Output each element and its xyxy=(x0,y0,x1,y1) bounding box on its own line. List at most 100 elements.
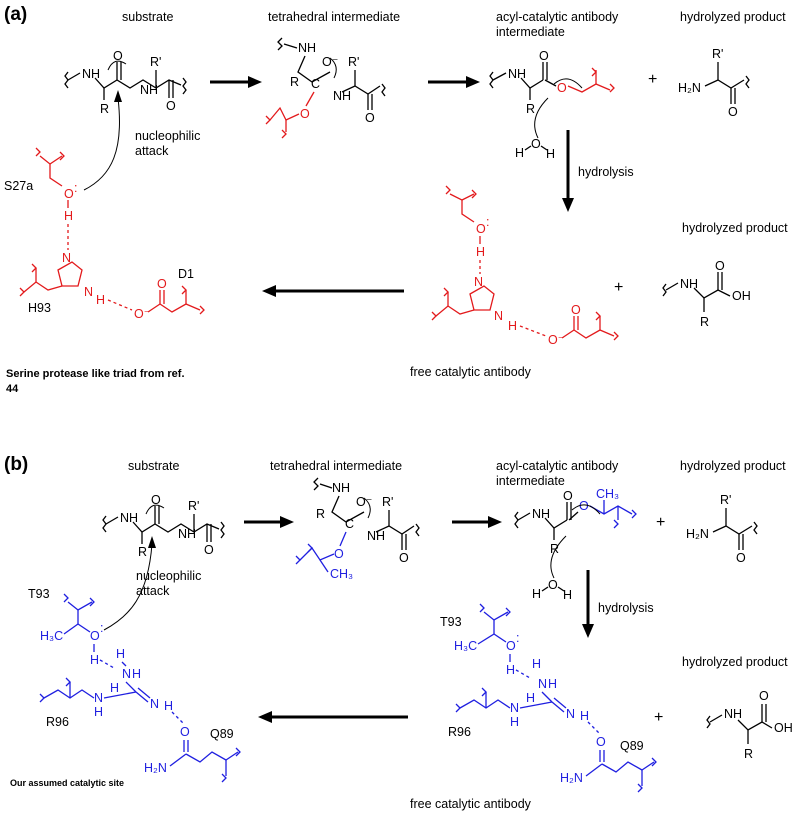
label-substrate-b: substrate xyxy=(128,459,179,473)
svg-text:NH: NH xyxy=(178,527,196,541)
svg-text:NH: NH xyxy=(120,511,138,525)
svg-text:O: O xyxy=(334,547,344,561)
label-hydrolyzed-a-top: hydrolyzed product xyxy=(680,10,786,24)
panel-b-label: (b) xyxy=(4,454,28,475)
svg-text:R: R xyxy=(138,545,147,559)
label-hydrolyzed-b-right: hydrolyzed product xyxy=(682,655,788,669)
residue-d1: D1 xyxy=(178,267,194,281)
svg-text::: : xyxy=(486,215,489,229)
residue-s27a: S27a xyxy=(4,179,33,193)
svg-text:O: O xyxy=(571,303,581,317)
svg-text:O: O xyxy=(300,107,310,121)
svg-text:H₃C: H₃C xyxy=(40,629,63,643)
label-hydrolysis-b: hydrolysis xyxy=(598,601,654,615)
svg-text:O: O xyxy=(113,49,123,63)
plus-b-top: + xyxy=(656,514,665,531)
svg-text:R: R xyxy=(700,315,709,329)
caption-b: Our assumed catalytic site xyxy=(10,778,124,788)
label-hydrolyzed-a-right: hydrolyzed product xyxy=(682,221,788,235)
svg-text:H₂N: H₂N xyxy=(144,761,167,775)
svg-text:C: C xyxy=(345,517,354,531)
svg-text:N: N xyxy=(510,701,519,715)
residue-t93-left: T93 xyxy=(28,587,50,601)
svg-text:O: O xyxy=(715,259,725,273)
svg-text:O: O xyxy=(539,49,549,63)
svg-text:R: R xyxy=(526,102,535,116)
plus-a-bottom: + xyxy=(614,279,623,296)
svg-text:O: O xyxy=(151,493,161,507)
panel-b: (b) substrate tetrahedral intermediate a… xyxy=(4,454,793,811)
catalytic-site-b: T93 H₃C O : H H N H H N H N H xyxy=(28,587,241,783)
svg-text:R': R' xyxy=(712,47,723,61)
acid-product-a: NH R O OH xyxy=(662,259,751,329)
svg-text:OH: OH xyxy=(774,721,793,735)
svg-text:O: O xyxy=(579,499,589,513)
svg-text:H: H xyxy=(110,681,119,695)
svg-text:NH: NH xyxy=(508,67,526,81)
svg-text:H₂N: H₂N xyxy=(686,527,709,541)
caption-a-1: Serine protease like triad from ref. xyxy=(6,368,185,380)
svg-text:N: N xyxy=(474,275,483,289)
svg-text:O⁻: O⁻ xyxy=(548,333,564,347)
svg-text:O: O xyxy=(64,187,74,201)
svg-text:H: H xyxy=(64,209,73,223)
free-antibody-a: O : H N N H O⁻ O xyxy=(431,185,619,347)
svg-text:O: O xyxy=(365,111,375,125)
svg-text:H: H xyxy=(164,699,173,713)
svg-text:H: H xyxy=(132,667,141,681)
svg-text:NH: NH xyxy=(333,89,351,103)
svg-text:C: C xyxy=(311,77,320,91)
svg-text:NH: NH xyxy=(367,529,385,543)
catalytic-triad-a: S27a O : H N N H H93 O⁻ O xyxy=(4,147,205,321)
residue-q89-left: Q89 xyxy=(210,727,234,741)
label-tetrahedral-a: tetrahedral intermediate xyxy=(268,10,400,24)
svg-text:N: N xyxy=(94,691,103,705)
svg-text:N: N xyxy=(62,251,71,265)
svg-text::: : xyxy=(74,181,77,195)
svg-text:R: R xyxy=(550,542,559,556)
svg-text:H: H xyxy=(476,245,485,259)
svg-text:CH₃: CH₃ xyxy=(330,567,353,581)
svg-text:R': R' xyxy=(720,493,731,507)
svg-text:O: O xyxy=(399,551,409,565)
svg-text:O: O xyxy=(90,629,100,643)
svg-text:N: N xyxy=(538,677,547,691)
label-substrate-a: substrate xyxy=(122,10,173,24)
svg-text:OH: OH xyxy=(732,289,751,303)
svg-text:O: O xyxy=(563,489,573,503)
svg-text:NH: NH xyxy=(532,507,550,521)
svg-text:NH: NH xyxy=(82,67,100,81)
residue-q89-right: Q89 xyxy=(620,739,644,753)
svg-text:R': R' xyxy=(348,55,359,69)
label-acyl-a-2: intermediate xyxy=(496,25,565,39)
label-nucleophilic-b-1: nucleophilic xyxy=(136,569,201,583)
label-free-antibody-b: free catalytic antibody xyxy=(410,797,532,811)
label-free-antibody-a: free catalytic antibody xyxy=(410,365,532,379)
svg-text:R: R xyxy=(316,507,325,521)
svg-text:O: O xyxy=(728,105,738,119)
substrate-molecule-a: NH R O NH R' O xyxy=(64,49,187,116)
svg-text:NH: NH xyxy=(332,481,350,495)
svg-text:O⁻: O⁻ xyxy=(356,495,372,509)
svg-text::: : xyxy=(100,621,103,635)
plus-a-top: + xyxy=(648,71,657,88)
svg-text:O: O xyxy=(736,551,746,565)
svg-text:H₃C: H₃C xyxy=(454,639,477,653)
svg-text:O: O xyxy=(759,689,769,703)
svg-text:H: H xyxy=(94,705,103,719)
svg-text:NH: NH xyxy=(140,83,158,97)
svg-text:H₂N: H₂N xyxy=(560,771,583,785)
svg-text:N: N xyxy=(84,285,93,299)
amine-product-a: H₂N R' O xyxy=(678,47,750,119)
svg-text:H: H xyxy=(548,677,557,691)
svg-text:H: H xyxy=(526,691,535,705)
label-acyl-a-1: acyl-catalytic antibody xyxy=(496,10,619,24)
svg-text:H: H xyxy=(116,647,125,661)
svg-text:H: H xyxy=(580,709,589,723)
svg-text:O: O xyxy=(548,578,558,592)
label-acyl-b-2: intermediate xyxy=(496,474,565,488)
svg-text:R': R' xyxy=(150,55,161,69)
svg-text:H: H xyxy=(532,657,541,671)
svg-text:R: R xyxy=(744,747,753,761)
acyl-molecule-a: NH R O O H O H xyxy=(489,49,615,161)
